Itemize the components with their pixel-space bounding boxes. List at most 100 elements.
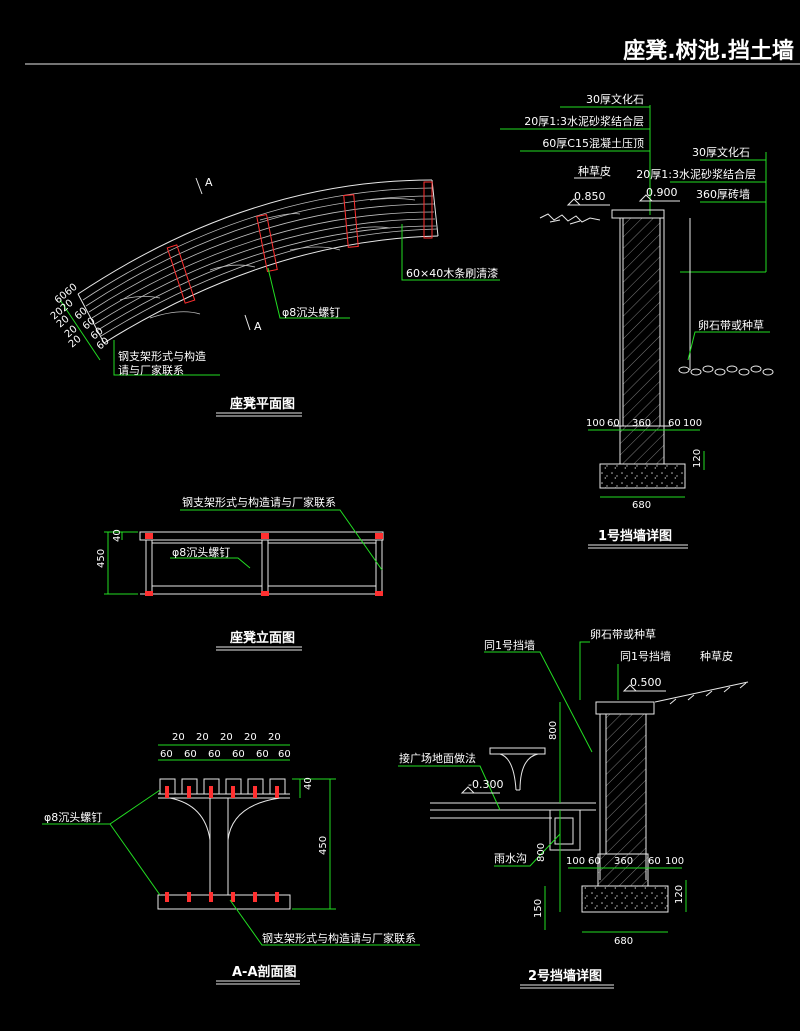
wall2-body [581, 701, 669, 913]
section-top-dims: 20 20 20 20 20 60 60 60 60 60 60 [158, 732, 291, 761]
svg-text:60: 60 [208, 749, 221, 760]
svg-text:20厚1:3水泥砂浆结合层: 20厚1:3水泥砂浆结合层 [524, 114, 644, 128]
svg-text:雨水沟: 雨水沟 [494, 852, 527, 865]
svg-text:680: 680 [614, 936, 633, 947]
svg-text:800: 800 [548, 721, 559, 740]
svg-text:40: 40 [112, 529, 123, 542]
svg-text:60: 60 [668, 418, 681, 429]
svg-text:种草皮: 种草皮 [700, 649, 733, 663]
svg-text:20: 20 [244, 732, 257, 743]
wall2-slope [654, 681, 749, 705]
svg-text:60: 60 [160, 749, 173, 760]
wall2-dims: 800 800 150 100 60 360 60 100 120 680 [533, 702, 687, 947]
svg-text:60: 60 [278, 749, 291, 760]
svg-text:800: 800 [536, 843, 547, 862]
svg-text:接广场地面做法: 接广场地面做法 [399, 751, 476, 765]
plan-dimensions: 60 60 20 20 60 20 60 20 60 20 60 [49, 282, 112, 361]
svg-text:100: 100 [586, 418, 605, 429]
svg-text:A: A [205, 176, 213, 189]
svg-text:钢支架形式与构造请与厂家联系: 钢支架形式与构造请与厂家联系 [182, 495, 336, 509]
svg-text:150: 150 [533, 899, 544, 918]
svg-text:360: 360 [632, 418, 651, 429]
section-bolt-label: φ8沉头螺钉 [42, 789, 161, 896]
plan-wood-label: 60×40木条刷清漆 [401, 224, 500, 281]
svg-text:100: 100 [665, 856, 684, 867]
elevation-caption: 座凳立面图 [229, 630, 295, 646]
svg-text:60: 60 [648, 856, 661, 867]
svg-text:60: 60 [588, 856, 601, 867]
svg-text:卵石带或种草: 卵石带或种草 [698, 318, 764, 332]
wall1-body [599, 209, 686, 489]
wall1-caption: 1号挡墙详图 [598, 528, 672, 544]
svg-text:φ8沉头螺钉: φ8沉头螺钉 [282, 306, 340, 319]
svg-text:100: 100 [683, 418, 702, 429]
drawing-title: 座凳.树池.挡土墙 [623, 38, 794, 64]
section-mark-top: A [195, 176, 213, 195]
svg-text:0.850: 0.850 [574, 190, 606, 203]
wall1-layer-labels: 30厚文化石 20厚1:3水泥砂浆结合层 60厚C15混凝土压顶 30厚文化石 … [500, 92, 767, 273]
section-caption: A-A剖面图 [232, 964, 297, 980]
section-support-label: 钢支架形式与构造请与厂家联系 [229, 899, 420, 946]
svg-text:卵石带或种草: 卵石带或种草 [590, 627, 656, 641]
svg-text:120: 120 [692, 449, 703, 468]
svg-text:种草皮: 种草皮 [578, 164, 611, 178]
svg-text:60厚C15混凝土压顶: 60厚C15混凝土压顶 [542, 136, 644, 150]
wall1-levels: 种草皮 0.850 0.900 [566, 164, 680, 206]
svg-text:60: 60 [184, 749, 197, 760]
section-slats [158, 778, 290, 799]
svg-text:请与厂家联系: 请与厂家联系 [118, 363, 184, 377]
plan-bolt-label: φ8沉头螺钉 [267, 267, 350, 319]
section-right-dims: 40 450 [292, 777, 336, 910]
elevation-bolt-label: φ8沉头螺钉 [170, 546, 251, 569]
bench-plan-slats [77, 179, 439, 344]
wall2-caption: 2号挡墙详图 [528, 968, 602, 984]
plan-support-label: 钢支架形式与构造 请与厂家联系 [113, 340, 220, 377]
wall2-detail: 同1号挡墙 卵石带或种草 同1号挡墙 种草皮 0.500 [398, 627, 749, 989]
svg-text:钢支架形式与构造: 钢支架形式与构造 [118, 349, 206, 363]
svg-text:30厚文化石: 30厚文化石 [692, 145, 750, 159]
svg-text:60: 60 [607, 418, 620, 429]
bench-plan: A A 60 60 20 20 60 20 60 20 60 20 60 60×… [49, 176, 500, 417]
svg-text:20: 20 [220, 732, 233, 743]
wall1-ground-left [539, 213, 601, 225]
svg-text:20: 20 [268, 732, 281, 743]
svg-text:0.900: 0.900 [646, 186, 678, 199]
svg-text:40: 40 [303, 777, 314, 790]
wall1-pebble: 卵石带或种草 [678, 218, 774, 376]
svg-text:φ8沉头螺钉: φ8沉头螺钉 [44, 811, 102, 824]
section-frame [157, 797, 291, 910]
wall2-bench-silhouette [489, 747, 546, 791]
svg-text:-0.300: -0.300 [468, 778, 503, 791]
elevation-support-label: 钢支架形式与构造请与厂家联系 [180, 495, 383, 571]
wall1-detail: 30厚文化石 20厚1:3水泥砂浆结合层 60厚C15混凝土压顶 30厚文化石 … [500, 92, 774, 549]
svg-text:同1号挡墙: 同1号挡墙 [620, 649, 671, 663]
svg-text:20: 20 [196, 732, 209, 743]
svg-text:20: 20 [172, 732, 185, 743]
svg-text:60×40木条刷清漆: 60×40木条刷清漆 [406, 266, 498, 280]
wall1-bottom-dims: 100 60 360 60 100 120 680 [586, 418, 705, 511]
svg-text:φ8沉头螺钉: φ8沉头螺钉 [172, 546, 230, 559]
plan-caption: 座凳平面图 [229, 396, 295, 412]
svg-text:20厚1:3水泥砂浆结合层: 20厚1:3水泥砂浆结合层 [636, 167, 756, 181]
title-block: 座凳.树池.挡土墙 [25, 38, 800, 65]
wall2-plaza: 接广场地面做法 -0.300 雨水沟 [398, 751, 596, 867]
svg-text:钢支架形式与构造请与厂家联系: 钢支架形式与构造请与厂家联系 [262, 931, 416, 945]
svg-text:360厚砖墙: 360厚砖墙 [696, 187, 750, 201]
svg-text:360: 360 [614, 856, 633, 867]
svg-text:680: 680 [632, 500, 651, 511]
wall2-labels: 同1号挡墙 卵石带或种草 同1号挡墙 种草皮 0.500 [484, 627, 733, 753]
bench-section: 20 20 20 20 20 60 60 60 60 60 60 [42, 732, 420, 985]
bench-elevation: 450 40 钢支架形式与构造请与厂家联系 φ8沉头螺钉 座凳立面图 [96, 495, 384, 651]
svg-text:100: 100 [566, 856, 585, 867]
elevation-dims: 450 40 [96, 529, 138, 595]
svg-text:120: 120 [674, 885, 685, 904]
section-mark-bottom: A [244, 314, 262, 333]
svg-text:0.500: 0.500 [630, 676, 662, 689]
svg-text:60: 60 [256, 749, 269, 760]
svg-text:A: A [254, 320, 262, 333]
svg-text:30厚文化石: 30厚文化石 [586, 92, 644, 106]
svg-text:同1号挡墙: 同1号挡墙 [484, 638, 535, 652]
svg-text:450: 450 [318, 836, 329, 855]
bench-plan-supports [166, 181, 433, 304]
